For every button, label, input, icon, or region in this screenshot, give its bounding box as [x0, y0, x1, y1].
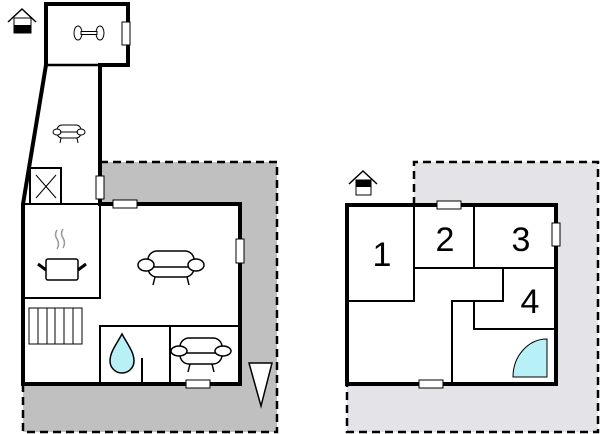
- room-label-2: 2: [436, 221, 455, 259]
- entrance-triangle-icon: [248, 362, 273, 409]
- sofa-icon: [52, 124, 86, 144]
- shower-quarter-icon: [512, 338, 548, 378]
- ground-floor-plan: [7, 2, 279, 434]
- sofa-icon: [170, 337, 232, 373]
- chimney-cross-icon: [35, 174, 57, 199]
- upper-floor-plan: 1 2 3 4: [345, 160, 600, 434]
- window: [235, 238, 245, 264]
- window: [418, 379, 444, 389]
- room-label-3: 3: [512, 221, 531, 259]
- house-upper-floor-icon: [348, 169, 378, 196]
- upper-interior-walls: [347, 205, 556, 384]
- window: [95, 175, 105, 200]
- water-drop-icon: [109, 332, 135, 374]
- house-ground-floor-icon: [7, 7, 37, 34]
- room-label-1: 1: [373, 236, 392, 274]
- dumbbell-icon: [73, 25, 105, 41]
- room-label-4: 4: [521, 283, 540, 321]
- window: [112, 199, 138, 209]
- window: [551, 222, 561, 247]
- ground-terrace-border: [21, 160, 279, 434]
- window: [436, 200, 462, 210]
- upper-terrace: [347, 162, 598, 432]
- stairs-icon: [28, 307, 83, 345]
- cooking-pot-icon: [37, 228, 87, 281]
- sofa-icon: [137, 250, 205, 286]
- window: [121, 21, 131, 46]
- upper-terrace-border: [345, 160, 600, 434]
- ground-terrace: [23, 162, 277, 432]
- window: [185, 379, 211, 389]
- ground-interior: [23, 4, 240, 384]
